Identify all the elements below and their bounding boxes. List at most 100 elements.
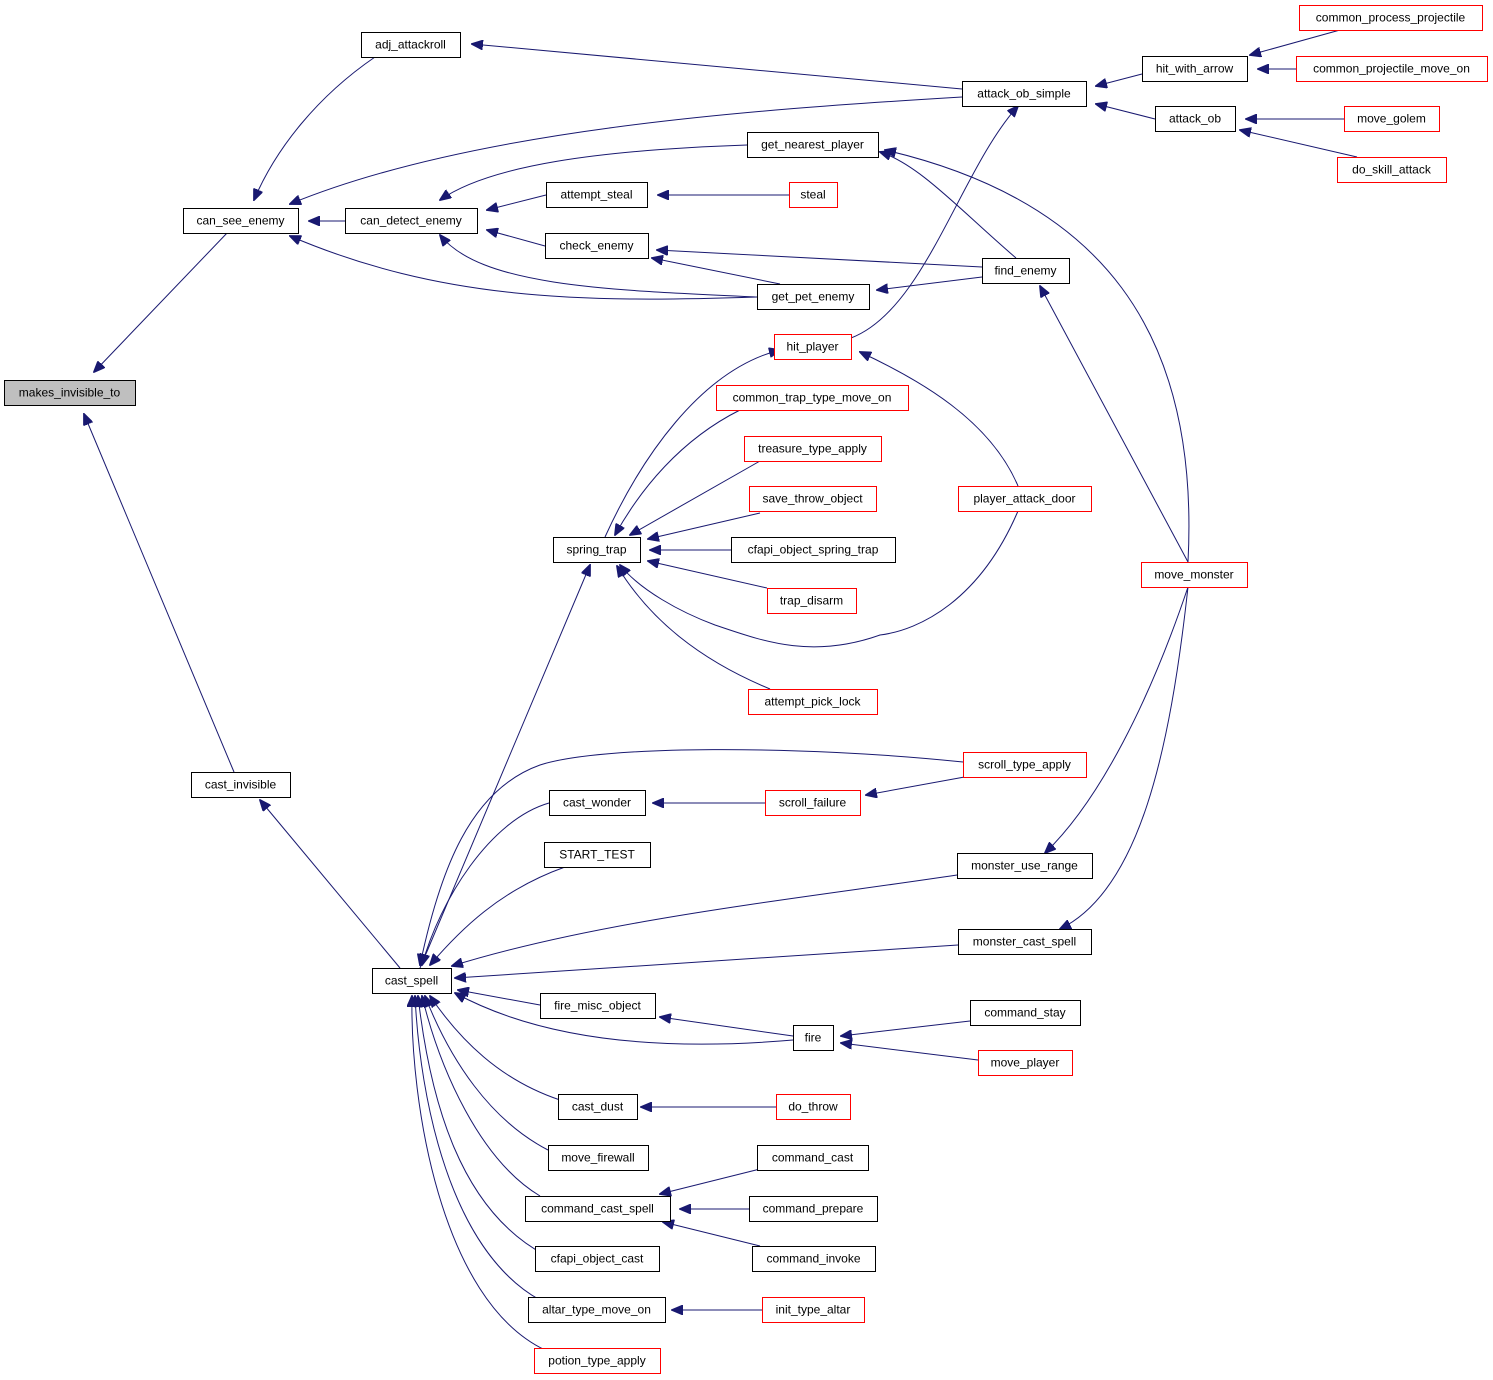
node-box bbox=[1155, 106, 1236, 132]
edge-fire-to-cast_spell bbox=[455, 993, 794, 1045]
node-label: can_detect_enemy bbox=[360, 214, 461, 228]
node-move_monster[interactable]: move_monster bbox=[1141, 562, 1248, 588]
edge-move_monster-to-monster_cast_spell bbox=[1060, 586, 1189, 929]
edge-find_enemy-to-get_nearest_player bbox=[880, 152, 1017, 259]
node-command_invoke[interactable]: command_invoke bbox=[752, 1246, 876, 1272]
edge-find_enemy-to-check_enemy bbox=[657, 250, 983, 268]
node-START_TEST[interactable]: START_TEST bbox=[544, 842, 651, 868]
node-potion_type_apply[interactable]: potion_type_apply bbox=[534, 1348, 661, 1374]
node-get_pet_enemy[interactable]: get_pet_enemy bbox=[757, 284, 870, 310]
node-common_projectile_move_on[interactable]: common_projectile_move_on bbox=[1296, 56, 1488, 82]
node-command_prepare[interactable]: command_prepare bbox=[749, 1196, 878, 1222]
edge-get_pet_enemy-to-check_enemy bbox=[652, 258, 781, 285]
node-cfapi_object_cast[interactable]: cfapi_object_cast bbox=[535, 1246, 660, 1272]
node-cast_invisible[interactable]: cast_invisible bbox=[191, 772, 291, 798]
node-box bbox=[789, 182, 838, 208]
node-cfapi_object_spring_trap[interactable]: cfapi_object_spring_trap bbox=[731, 537, 896, 563]
edge-can_see_enemy-to-makes_invisible_to bbox=[94, 231, 229, 372]
node-get_nearest_player[interactable]: get_nearest_player bbox=[747, 132, 879, 158]
node-label: cast_dust bbox=[572, 1100, 624, 1114]
node-fire[interactable]: fire bbox=[793, 1025, 834, 1051]
edge-adj_attackroll-to-can_see_enemy bbox=[254, 56, 376, 200]
node-label: scroll_failure bbox=[779, 796, 847, 810]
node-can_see_enemy[interactable]: can_see_enemy bbox=[183, 208, 299, 234]
node-do_skill_attack[interactable]: do_skill_attack bbox=[1337, 157, 1447, 183]
node-box bbox=[372, 968, 452, 994]
node-move_golem[interactable]: move_golem bbox=[1344, 106, 1440, 132]
node-check_enemy[interactable]: check_enemy bbox=[545, 233, 649, 259]
edge-altar_type_move_on-to-cast_spell bbox=[415, 996, 541, 1301]
node-label: adj_attackroll bbox=[375, 38, 446, 52]
node-cast_spell[interactable]: cast_spell bbox=[372, 968, 452, 994]
node-attack_ob[interactable]: attack_ob bbox=[1155, 106, 1236, 132]
node-box bbox=[558, 1094, 638, 1120]
node-find_enemy[interactable]: find_enemy bbox=[982, 258, 1070, 284]
node-label: makes_invisible_to bbox=[19, 386, 121, 400]
edge-monster_cast_spell-to-cast_spell bbox=[455, 944, 959, 978]
edge-command_cast-to-command_cast_spell bbox=[660, 1168, 761, 1194]
node-hit_player[interactable]: hit_player bbox=[774, 334, 852, 360]
node-attempt_steal[interactable]: attempt_steal bbox=[546, 182, 648, 208]
node-move_firewall[interactable]: move_firewall bbox=[548, 1145, 649, 1171]
edge-fire_misc_object-to-cast_spell bbox=[458, 990, 541, 1006]
node-command_cast_spell[interactable]: command_cast_spell bbox=[525, 1196, 671, 1222]
edge-command_stay-to-fire bbox=[841, 1020, 971, 1036]
node-attempt_pick_lock[interactable]: attempt_pick_lock bbox=[748, 689, 878, 715]
node-label: steal bbox=[800, 188, 825, 202]
node-label: fire bbox=[805, 1031, 822, 1045]
edge-get_pet_enemy-to-can_detect_enemy bbox=[440, 235, 758, 298]
node-box bbox=[553, 537, 641, 563]
edge-get_pet_enemy-to-can_see_enemy bbox=[290, 236, 758, 300]
node-box bbox=[957, 853, 1093, 879]
nodes-layer: makes_invisible_to can_see_enemy cast_invi… bbox=[4, 5, 1488, 1374]
node-scroll_type_apply[interactable]: scroll_type_apply bbox=[963, 752, 1087, 778]
node-hit_with_arrow[interactable]: hit_with_arrow bbox=[1142, 56, 1248, 82]
node-command_stay[interactable]: command_stay bbox=[970, 1000, 1081, 1026]
edge-move_monster-to-monster_use_range bbox=[1045, 586, 1189, 853]
node-label: monster_cast_spell bbox=[973, 935, 1076, 949]
node-box bbox=[183, 208, 299, 234]
node-command_cast[interactable]: command_cast bbox=[757, 1145, 869, 1171]
node-label: START_TEST bbox=[559, 848, 635, 862]
node-monster_use_range[interactable]: monster_use_range bbox=[957, 853, 1093, 879]
edge-spring_trap-to-hit_player bbox=[604, 350, 780, 538]
edge-cfapi_object_cast-to-cast_spell bbox=[418, 996, 546, 1256]
edge-potion_type_apply-to-cast_spell bbox=[412, 996, 546, 1351]
node-scroll_failure[interactable]: scroll_failure bbox=[765, 790, 861, 816]
node-fire_misc_object[interactable]: fire_misc_object bbox=[540, 993, 656, 1019]
node-box bbox=[749, 486, 877, 512]
node-can_detect_enemy[interactable]: can_detect_enemy bbox=[345, 208, 478, 234]
node-cast_wonder[interactable]: cast_wonder bbox=[549, 790, 646, 816]
node-box bbox=[716, 385, 909, 411]
node-move_player[interactable]: move_player bbox=[978, 1050, 1073, 1076]
node-init_type_altar[interactable]: init_type_altar bbox=[762, 1297, 865, 1323]
node-attack_ob_simple[interactable]: attack_ob_simple bbox=[962, 81, 1087, 107]
node-do_throw[interactable]: do_throw bbox=[776, 1094, 851, 1120]
edge-attack_ob_simple-to-adj_attackroll bbox=[472, 44, 963, 90]
edge-cast_wonder-to-cast_spell bbox=[422, 802, 550, 965]
node-makes_invisible_to[interactable]: makes_invisible_to bbox=[4, 380, 136, 406]
edge-check_enemy-to-can_detect_enemy bbox=[487, 230, 546, 247]
node-box bbox=[548, 1145, 649, 1171]
edge-attack_ob-to-attack_ob_simple bbox=[1096, 104, 1156, 120]
node-label: scroll_type_apply bbox=[978, 758, 1071, 772]
node-label: command_cast bbox=[772, 1151, 854, 1165]
node-cast_dust[interactable]: cast_dust bbox=[558, 1094, 638, 1120]
node-trap_disarm[interactable]: trap_disarm bbox=[767, 588, 857, 614]
node-common_trap_type_move_on[interactable]: common_trap_type_move_on bbox=[716, 385, 909, 411]
node-treasure_type_apply[interactable]: treasure_type_apply bbox=[744, 436, 882, 462]
edge-treasure_type_apply-to-spring_trap bbox=[630, 460, 761, 535]
node-player_attack_door[interactable]: player_attack_door bbox=[958, 486, 1092, 512]
edge-scroll_type_apply-to-cast_spell bbox=[420, 749, 964, 965]
node-common_process_projectile[interactable]: common_process_projectile bbox=[1299, 5, 1483, 31]
edge-do_skill_attack-to-attack_ob bbox=[1240, 130, 1358, 158]
node-steal[interactable]: steal bbox=[789, 182, 838, 208]
node-monster_cast_spell[interactable]: monster_cast_spell bbox=[958, 929, 1092, 955]
node-save_throw_object[interactable]: save_throw_object bbox=[749, 486, 877, 512]
node-adj_attackroll[interactable]: adj_attackroll bbox=[361, 32, 461, 58]
edge-fire-to-fire_misc_object bbox=[660, 1017, 794, 1037]
node-label: do_throw bbox=[788, 1100, 838, 1114]
node-spring_trap[interactable]: spring_trap bbox=[553, 537, 641, 563]
node-box bbox=[767, 588, 857, 614]
node-altar_type_move_on[interactable]: altar_type_move_on bbox=[528, 1297, 666, 1323]
